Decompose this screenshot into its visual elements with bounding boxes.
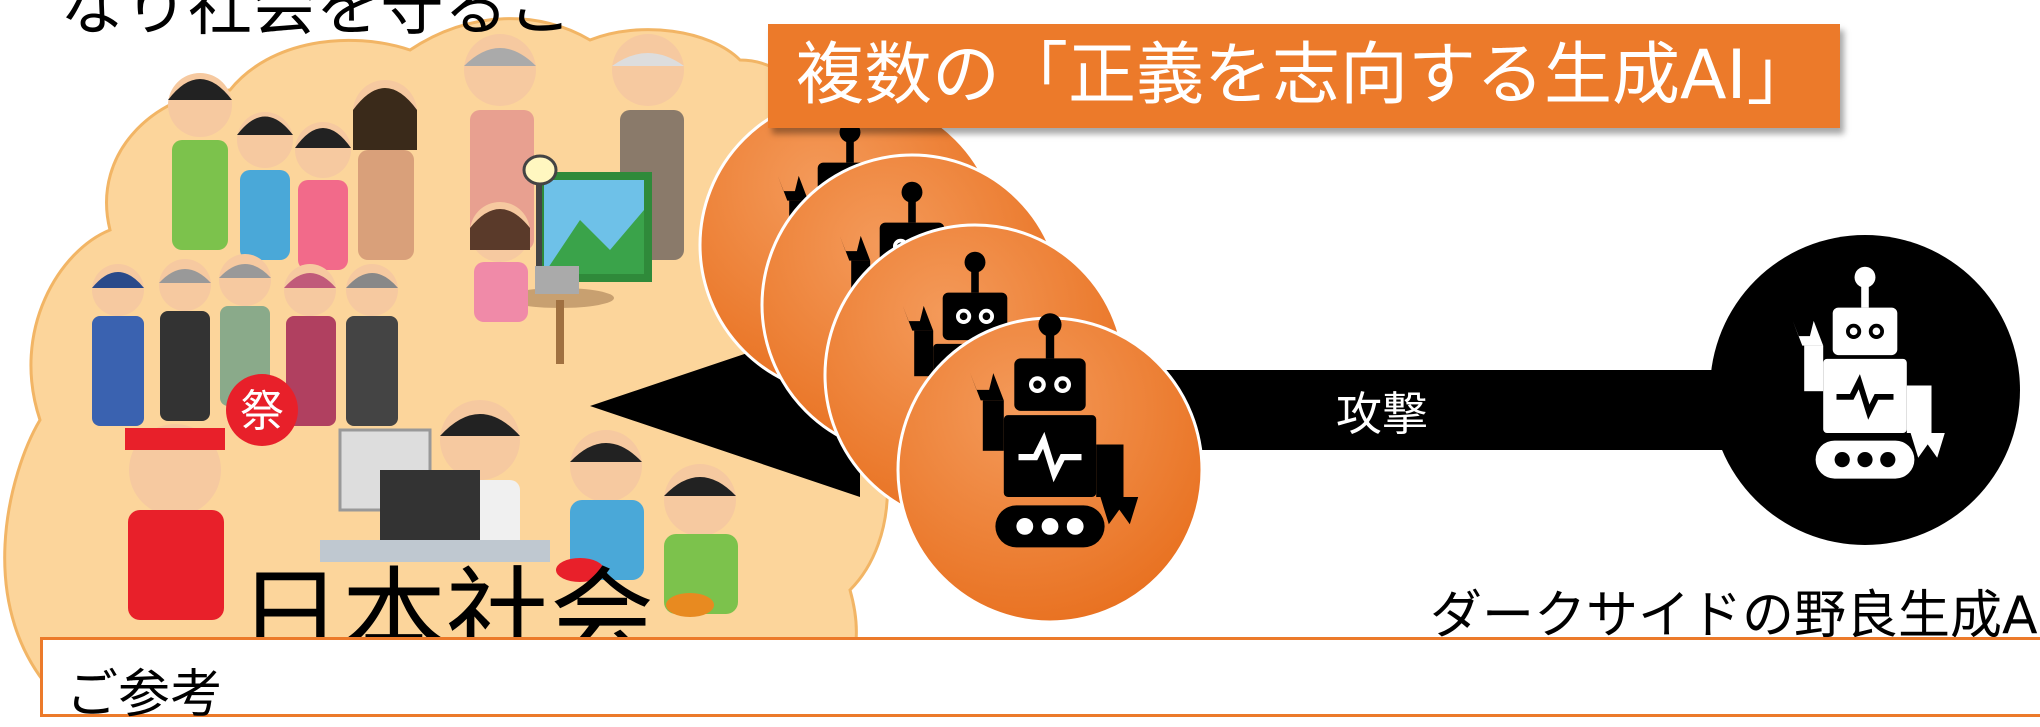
slide-title-fragment: なり社会を守るこ: [60, 0, 572, 45]
festival-fan-glyph: 祭: [240, 386, 284, 437]
attack-label: 攻撃: [1336, 387, 1428, 441]
dark-side-ai: [1710, 235, 2020, 545]
community-illustration: 祭: [92, 34, 738, 670]
diagram-canvas: 祭: [3, 0, 2040, 725]
reference-note-box: [40, 637, 2040, 717]
justice-ai-title-box: 複数の「正義を志向する生成AI」: [768, 24, 1840, 128]
diagram-graphics: 祭: [3, 17, 2020, 688]
reference-note-label: ご参考: [66, 665, 223, 725]
dark-side-ai-label: ダークサイドの野良生成AI: [1430, 586, 2040, 646]
